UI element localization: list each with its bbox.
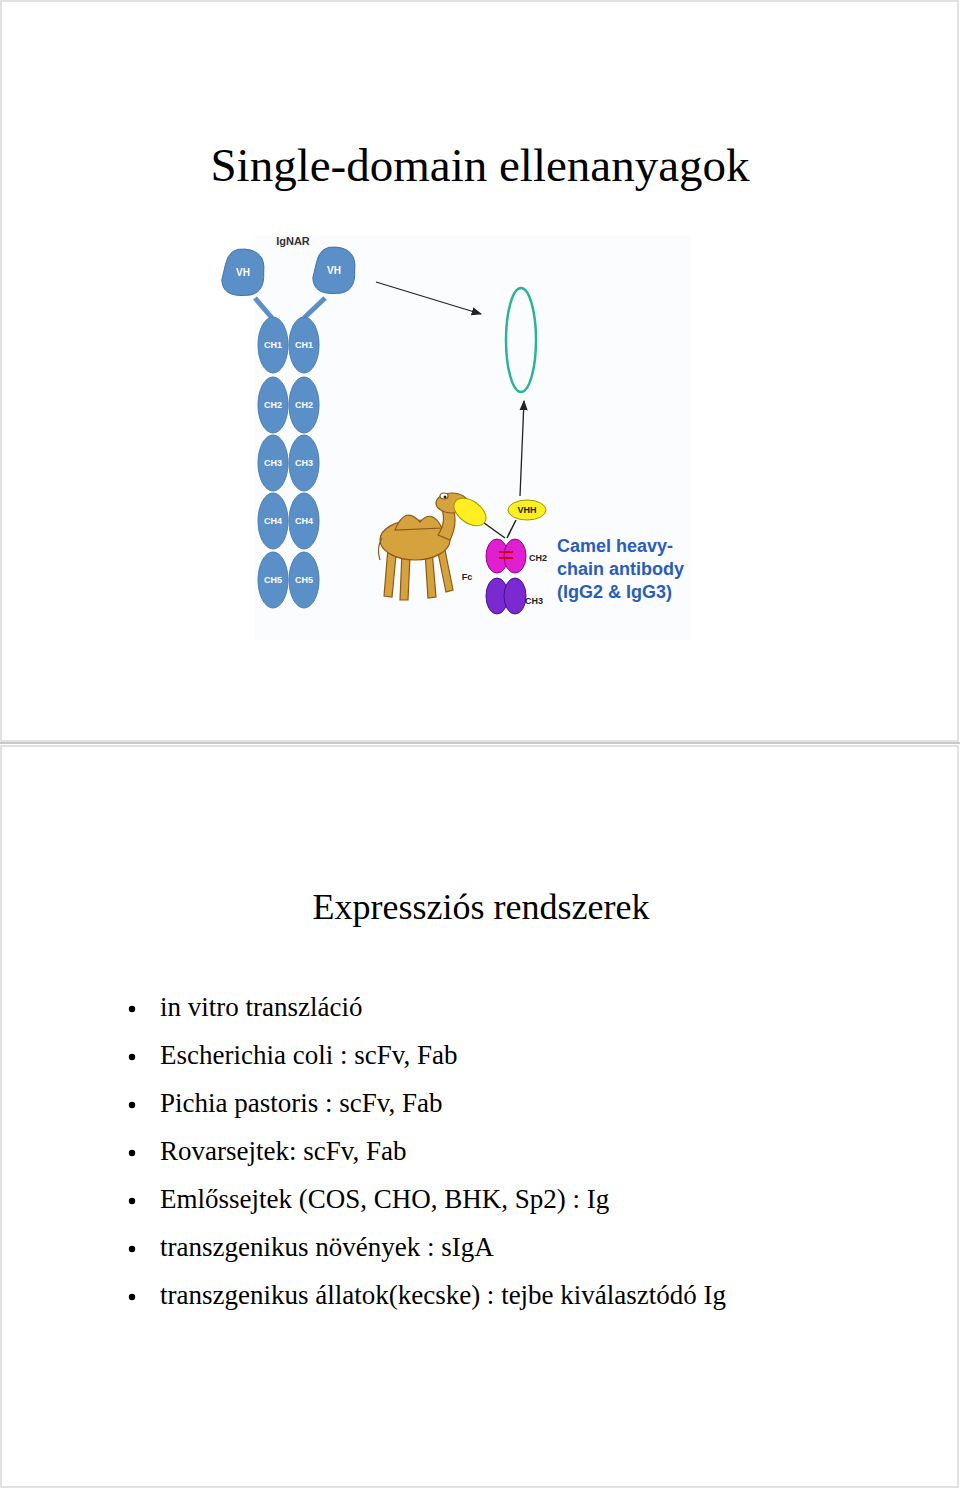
domain-label: VHH — [517, 505, 536, 515]
pointer-arrow — [376, 282, 481, 314]
slide-divider — [0, 742, 960, 744]
part-label: CH3 — [525, 596, 543, 606]
bullet-text: Pichia pastoris : scFv, Fab — [160, 1088, 443, 1119]
slide-frame — [1, 746, 958, 1487]
ig-domain: CH4 — [288, 492, 320, 550]
bullet-text: Escherichia coli : scFv, Fab — [160, 1040, 457, 1071]
domain-label: CH3 — [264, 458, 282, 468]
ig-domain: VH — [311, 244, 357, 296]
ig-domain: CH3 — [288, 434, 320, 492]
figure-ground — [255, 235, 690, 640]
figure-label: IgNAR — [276, 235, 310, 248]
domain-label: CH5 — [295, 575, 313, 585]
domain-label: CH1 — [264, 340, 282, 350]
domain-label: CH2 — [295, 400, 313, 410]
part-label: CH2 — [529, 553, 547, 563]
bullet-text: transzgenikus növények : sIgA — [160, 1232, 494, 1263]
domain-label: VH — [327, 265, 341, 276]
ig-domain: CH4 — [257, 492, 289, 550]
bullet-text: in vitro transzláció — [160, 992, 362, 1023]
vhh-domain: VHH — [507, 499, 547, 521]
hinge — [255, 298, 272, 318]
part-label: Fc — [462, 572, 473, 582]
bullet-text: Emlőssejtek (COS, CHO, BHK, Sp2) : Ig — [160, 1184, 609, 1215]
slide-title: Expressziós rendszerek — [313, 887, 650, 928]
single-domain — [506, 288, 536, 392]
bullet-dots — [129, 1006, 135, 1300]
hinge — [304, 298, 325, 318]
domain-label: CH2 — [264, 400, 282, 410]
slide-frame — [1, 1, 958, 741]
bullet-text: transzgenikus állatok(kecske) : tejbe ki… — [160, 1280, 726, 1311]
domain-label: CH4 — [295, 516, 313, 526]
ig-domain: CH2 — [288, 376, 320, 434]
domain-label: CH1 — [295, 340, 313, 350]
figure-caption: Camel heavy-chain antibody (IgG2 & IgG3) — [557, 535, 717, 604]
ig-domain: CH5 — [257, 551, 289, 609]
slide-title: Single-domain ellenanyagok — [210, 138, 749, 192]
bullet-text: Rovarsejtek: scFv, Fab — [160, 1136, 406, 1167]
ig-domain: CH5 — [288, 551, 320, 609]
ig-domain: CH1 — [288, 316, 320, 374]
domain-label: CH5 — [264, 575, 282, 585]
domain-label: VH — [236, 267, 250, 278]
ig-domain: CH3 — [257, 434, 289, 492]
domain-label: CH3 — [295, 458, 313, 468]
domain-label: CH4 — [264, 516, 282, 526]
ig-domain: VH — [220, 246, 266, 298]
pointer-arrow — [520, 401, 524, 496]
ig-domain: CH1 — [257, 316, 289, 374]
ig-domain: CH2 — [257, 376, 289, 434]
